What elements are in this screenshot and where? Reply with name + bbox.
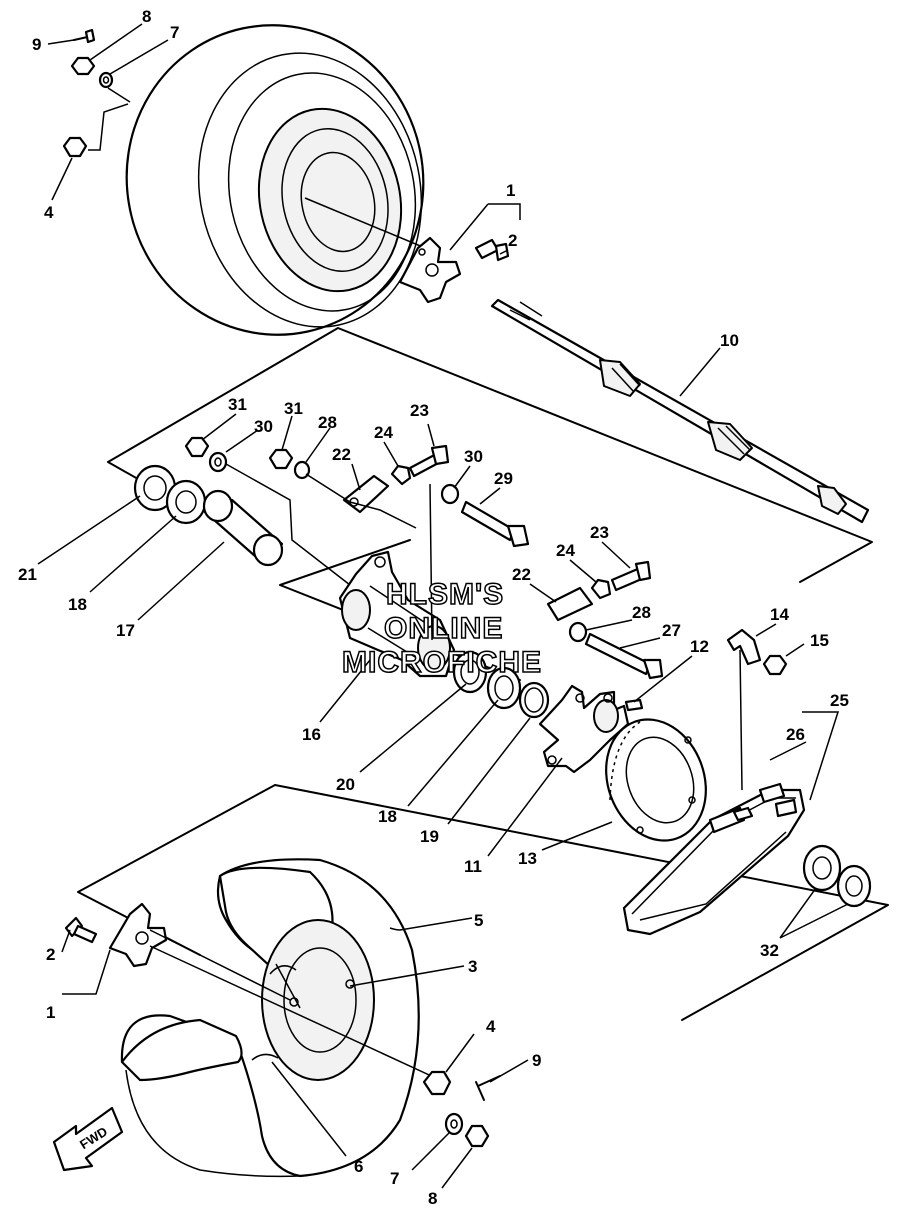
callout-30: 30 (254, 417, 273, 436)
callout-25: 25 (830, 691, 849, 710)
upper-assembly-box (107, 327, 873, 583)
callout-10: 10 (720, 331, 739, 350)
axle-leader-lower (149, 929, 441, 1081)
callout-9: 9 (32, 35, 41, 54)
bearing-18-left (165, 479, 207, 525)
callout-12: 12 (690, 637, 709, 656)
callout-23: 23 (590, 523, 609, 542)
watermark-line-2: ONLINE (384, 612, 503, 645)
bolt-27 (568, 621, 664, 680)
nuts-washers-upper-left (184, 436, 351, 586)
callout-4: 4 (486, 1017, 496, 1036)
axle-leader-upper (304, 197, 431, 251)
drive-chain-25 (622, 711, 840, 936)
sprocket-13 (605, 718, 707, 842)
adjuster-22-upper (305, 473, 417, 529)
upper-tire (125, 24, 425, 336)
callout-8: 8 (428, 1189, 437, 1208)
callouts: 9 8 7 4 1 2 10 31 30 31 28 24 23 22 30 2… (18, 7, 849, 1208)
callout-2: 2 (46, 945, 55, 964)
watermark: HLSM'S ONLINE MICROFICHE (341, 577, 542, 680)
callout-9: 9 (532, 1051, 541, 1070)
seal-19 (518, 681, 550, 719)
watermark-line-1: HLSM'S (386, 578, 504, 611)
callout-21: 21 (18, 565, 37, 584)
callout-5: 5 (474, 911, 483, 930)
callout-18: 18 (378, 807, 397, 826)
callout-31: 31 (284, 399, 303, 418)
rear-axle (490, 298, 870, 524)
callout-7: 7 (170, 23, 179, 42)
lower-tire (120, 858, 420, 1178)
axle-housing-16 (338, 483, 456, 678)
upper-small-parts (62, 28, 131, 158)
adjuster-22-lower (546, 560, 652, 622)
callout-28: 28 (632, 603, 651, 622)
callout-20: 20 (336, 775, 355, 794)
callout-32: 32 (760, 941, 779, 960)
sprocket-hub-11 (538, 684, 630, 774)
callout-16: 16 (302, 725, 321, 744)
callout-18: 18 (68, 595, 87, 614)
callout-22: 22 (512, 565, 531, 584)
callout-23: 23 (410, 401, 429, 420)
forward-arrow: FWD (52, 1106, 124, 1172)
callout-24: 24 (374, 423, 393, 442)
leader-lines (37, 23, 849, 1189)
callout-13: 13 (518, 849, 537, 868)
bearing-20 (452, 650, 488, 694)
callout-31: 31 (228, 395, 247, 414)
callout-2: 2 (508, 231, 517, 250)
bolt-23-upper (390, 444, 450, 486)
hub-upper (398, 236, 462, 304)
bolt-upper (474, 238, 510, 262)
callout-28: 28 (318, 413, 337, 432)
watermark-line-3: MICROFICHE (342, 646, 542, 679)
callout-7: 7 (390, 1169, 399, 1188)
lower-small-parts (422, 1070, 501, 1148)
callout-6: 6 (354, 1157, 363, 1176)
hub-lower (64, 902, 168, 968)
callout-29: 29 (494, 469, 513, 488)
callout-8: 8 (142, 7, 151, 26)
callout-26: 26 (786, 725, 805, 744)
callout-3: 3 (468, 957, 477, 976)
callout-19: 19 (420, 827, 439, 846)
callout-15: 15 (810, 631, 829, 650)
bearing-18-right (486, 666, 522, 710)
seal-32 (802, 844, 872, 908)
bolt-29 (440, 483, 530, 548)
chain-guide-14 (726, 628, 788, 791)
callout-11: 11 (464, 857, 482, 876)
callout-27: 27 (662, 621, 681, 640)
callout-14: 14 (770, 605, 789, 624)
callout-24: 24 (556, 541, 575, 560)
spacer-17 (202, 489, 284, 567)
callout-30: 30 (464, 447, 483, 466)
callout-1: 1 (506, 181, 515, 200)
callout-4: 4 (44, 203, 54, 222)
callout-17: 17 (116, 621, 135, 640)
callout-1: 1 (46, 1003, 55, 1022)
callout-22: 22 (332, 445, 351, 464)
